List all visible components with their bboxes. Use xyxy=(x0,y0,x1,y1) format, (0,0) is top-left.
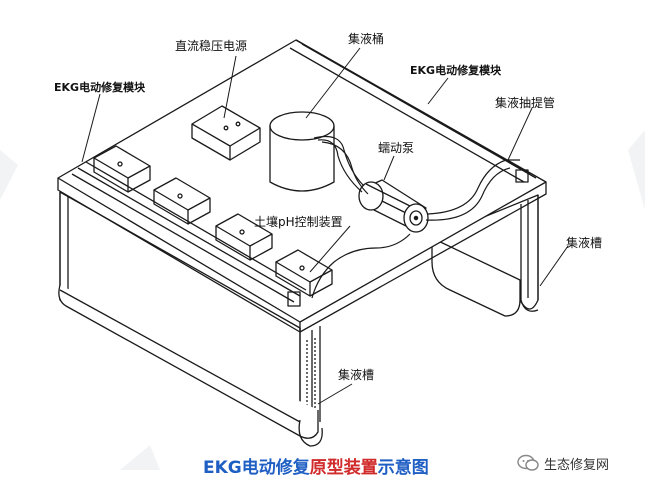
label-power-supply: 直流稳压电源 xyxy=(175,39,248,53)
caption-part-1: EKG电动修复 xyxy=(203,458,310,478)
ekg-rail-left xyxy=(71,161,307,307)
tubing xyxy=(311,135,520,299)
caption-part-3: 示意图 xyxy=(377,458,429,478)
background-marks xyxy=(0,130,645,470)
ph-control-box xyxy=(275,249,333,297)
watermark: 生态修复网 xyxy=(517,452,609,474)
leader-lines xyxy=(81,47,569,405)
front-trough xyxy=(58,284,323,447)
right-trough xyxy=(431,194,539,317)
label-trough-right: 集液槽 xyxy=(566,236,603,250)
module-box-3 xyxy=(215,213,273,261)
top-board xyxy=(57,39,547,333)
label-extraction-pipe: 集液抽提管 xyxy=(495,96,556,110)
module-box-1 xyxy=(93,145,151,193)
power-supply-box xyxy=(191,105,261,161)
module-box-2 xyxy=(153,177,211,225)
collection-bucket xyxy=(269,111,335,192)
label-peristaltic-pump: 蠕动泵 xyxy=(378,141,415,155)
ekg-rail-right xyxy=(289,39,537,183)
label-trough-front: 集液槽 xyxy=(338,368,375,382)
label-collection-tank: 集液桶 xyxy=(348,32,385,46)
label-ekg-module-left: EKG电动修复模块 xyxy=(54,81,146,94)
label-ekg-module-right: EKG电动修复模块 xyxy=(410,64,502,77)
caption-part-2: 原型装置 xyxy=(309,458,378,478)
wechat-icon xyxy=(517,454,539,471)
peristaltic-pump xyxy=(358,179,429,233)
label-ph-controller: 土壤pH控制装置 xyxy=(254,215,343,229)
watermark-text: 生态修复网 xyxy=(544,457,610,473)
figure-caption: EKG电动修复原型装置示意图 xyxy=(203,453,503,478)
